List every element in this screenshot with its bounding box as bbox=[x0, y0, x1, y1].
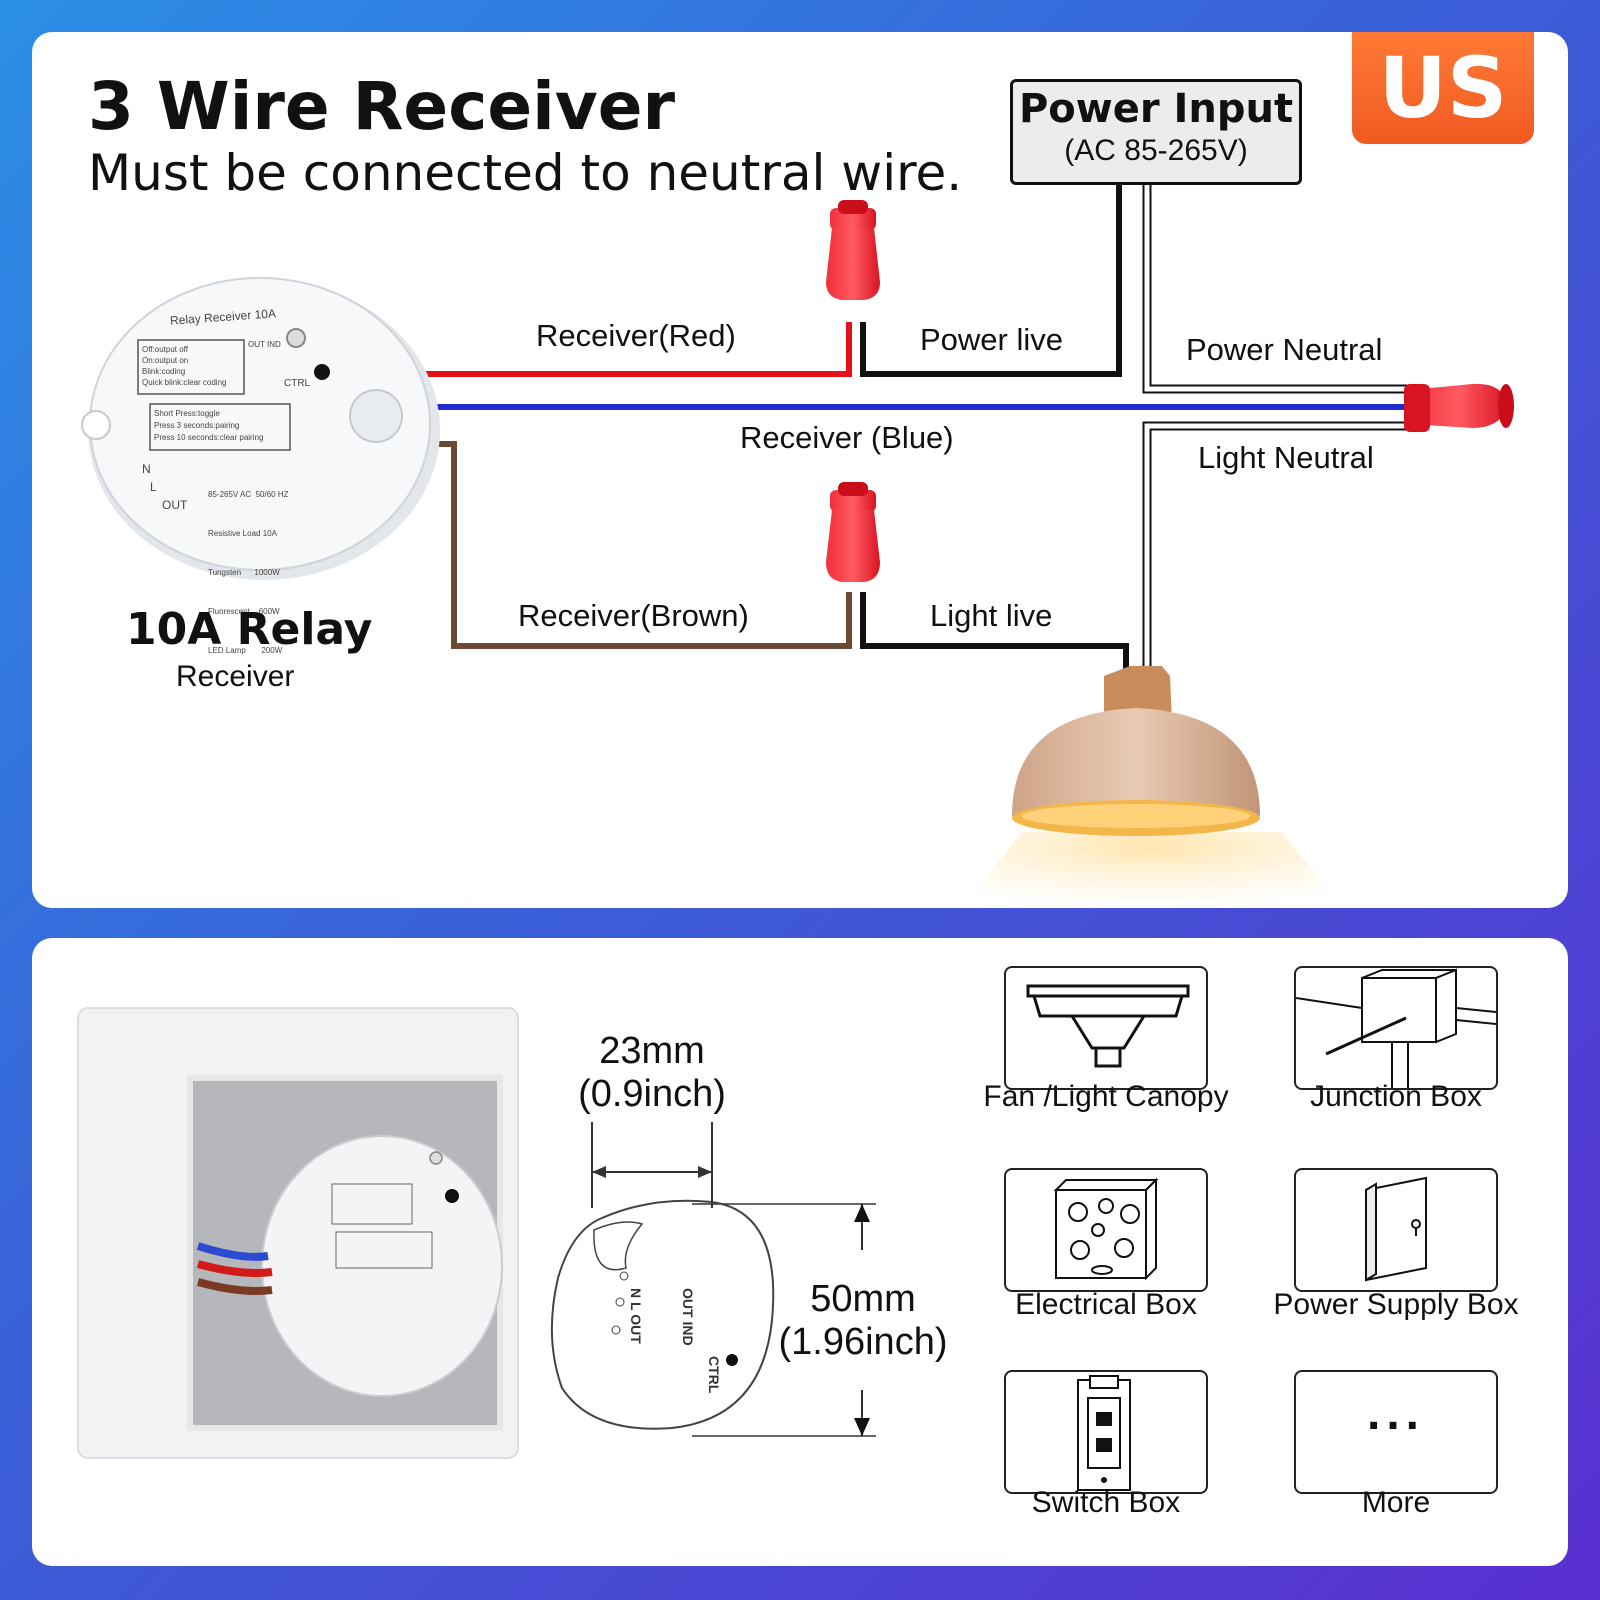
label-light-neutral: Light Neutral bbox=[1198, 440, 1374, 475]
more-label: More bbox=[1361, 1486, 1431, 1519]
label-light-live: Light live bbox=[930, 598, 1053, 633]
wire-nut-bottom bbox=[826, 482, 880, 582]
relay-terminals: N L OUT bbox=[138, 460, 187, 514]
power-supply-box-icon bbox=[1365, 1176, 1427, 1282]
power-live-wire bbox=[860, 184, 1122, 377]
drawing-terminal: N bbox=[628, 1288, 644, 1299]
terminal-label: N bbox=[142, 462, 151, 476]
page-title: 3 Wire Receiver bbox=[88, 68, 676, 145]
label-power-live: Power live bbox=[920, 322, 1063, 357]
power-supply-box-card bbox=[1294, 1168, 1498, 1292]
label-receiver-brown: Receiver(Brown) bbox=[518, 598, 749, 633]
receiver-red-wire bbox=[394, 322, 852, 377]
power-input-title: Power Input bbox=[1018, 86, 1294, 132]
relay-device-image bbox=[81, 277, 440, 580]
wiring-diagram-panel: 3 Wire Receiver Must be connected to neu… bbox=[32, 32, 1568, 908]
drawing-terminal: OUT bbox=[628, 1314, 644, 1344]
relay-specs: 85-265V AC 50/60 HZ Resistive Load 10A T… bbox=[208, 462, 289, 683]
relay-out-ind: OUT IND bbox=[248, 340, 281, 349]
electrical-box-card bbox=[1004, 1168, 1208, 1292]
canopy-icon bbox=[1026, 984, 1190, 1068]
press-line: Press 10 seconds:clear pairing bbox=[154, 433, 264, 442]
label-receiver-blue: Receiver (Blue) bbox=[740, 420, 954, 455]
canopy-card bbox=[1004, 966, 1208, 1090]
relay-indicator-text: Off:output off On:output on Blink:coding… bbox=[142, 344, 226, 388]
switch-box-label: Switch Box bbox=[1031, 1486, 1181, 1519]
press-line: Short Press:toggle bbox=[154, 409, 220, 418]
electrical-box-icon bbox=[1053, 1177, 1159, 1281]
spec-line: LED Lamp 200W bbox=[208, 646, 283, 655]
power-input-box: Power Input (AC 85-265V) bbox=[1010, 79, 1302, 185]
wire-nut-neutral bbox=[1404, 383, 1514, 432]
switch-box-icon bbox=[1077, 1375, 1131, 1491]
relay-title: 10A Relay bbox=[126, 604, 373, 655]
spec-line: Resistive Load 10A bbox=[208, 529, 277, 538]
junction-box-card bbox=[1294, 966, 1498, 1090]
label-power-neutral: Power Neutral bbox=[1186, 332, 1383, 367]
indicator-line: Blink:coding bbox=[142, 367, 186, 376]
drawing-terminal: L bbox=[628, 1302, 644, 1311]
spec-line: Fluorescent 600W bbox=[208, 607, 280, 616]
height-dimension: 23mm (0.9inch) bbox=[572, 1030, 732, 1116]
wire-nut-top bbox=[826, 200, 880, 300]
spec-line: Tungsten 1000W bbox=[208, 568, 280, 577]
drawing-ctrl: CTRL bbox=[706, 1356, 722, 1394]
indicator-line: Quick blink:clear coding bbox=[142, 378, 227, 387]
spec-line: 85-265V AC 50/60 HZ bbox=[208, 490, 289, 499]
canopy-label: Fan /Light Canopy bbox=[983, 1080, 1229, 1113]
junction-box-icon bbox=[1295, 968, 1497, 1088]
indicator-line: Off:output off bbox=[142, 345, 188, 354]
installation-panel: OUT IND CTRL N L OUT 23mm (0.9inch) 50mm… bbox=[32, 938, 1568, 1566]
pendant-lamp bbox=[962, 666, 1342, 908]
dimension-drawing bbox=[550, 1122, 876, 1437]
height-mm: 23mm bbox=[599, 1030, 705, 1072]
press-line: Press 3 seconds:pairing bbox=[154, 421, 240, 430]
label-receiver-red: Receiver(Red) bbox=[536, 318, 736, 353]
page-subtitle: Must be connected to neutral wire. bbox=[88, 144, 963, 202]
switch-box-card bbox=[1004, 1370, 1208, 1494]
more-icon: ... bbox=[1366, 1387, 1425, 1440]
light-live-wire bbox=[860, 592, 1129, 672]
region-badge: US bbox=[1352, 32, 1534, 144]
relay-subtitle: Receiver bbox=[176, 660, 295, 693]
drawing-out-ind: OUT IND bbox=[680, 1288, 696, 1346]
diameter-inch: (1.96inch) bbox=[778, 1321, 948, 1363]
diameter-mm: 50mm bbox=[810, 1278, 916, 1320]
drawing-terminals: N L OUT bbox=[628, 1288, 644, 1344]
junction-box-label: Junction Box bbox=[1310, 1080, 1482, 1113]
power-supply-box-label: Power Supply Box bbox=[1273, 1288, 1519, 1321]
diameter-dimension: 50mm (1.96inch) bbox=[768, 1278, 958, 1364]
relay-ctrl: CTRL bbox=[284, 378, 311, 389]
electrical-box-label: Electrical Box bbox=[1015, 1288, 1197, 1321]
terminal-label: OUT bbox=[162, 498, 188, 512]
terminal-label: L bbox=[150, 480, 157, 494]
relay-press-text: Short Press:toggle Press 3 seconds:pairi… bbox=[154, 408, 263, 444]
power-input-voltage: (AC 85-265V) bbox=[1064, 134, 1248, 167]
more-card: ... bbox=[1294, 1370, 1498, 1494]
indicator-line: On:output on bbox=[142, 356, 189, 365]
wiring-svg bbox=[81, 184, 1514, 908]
height-inch: (0.9inch) bbox=[578, 1073, 726, 1115]
installed-box-image bbox=[77, 1007, 519, 1459]
